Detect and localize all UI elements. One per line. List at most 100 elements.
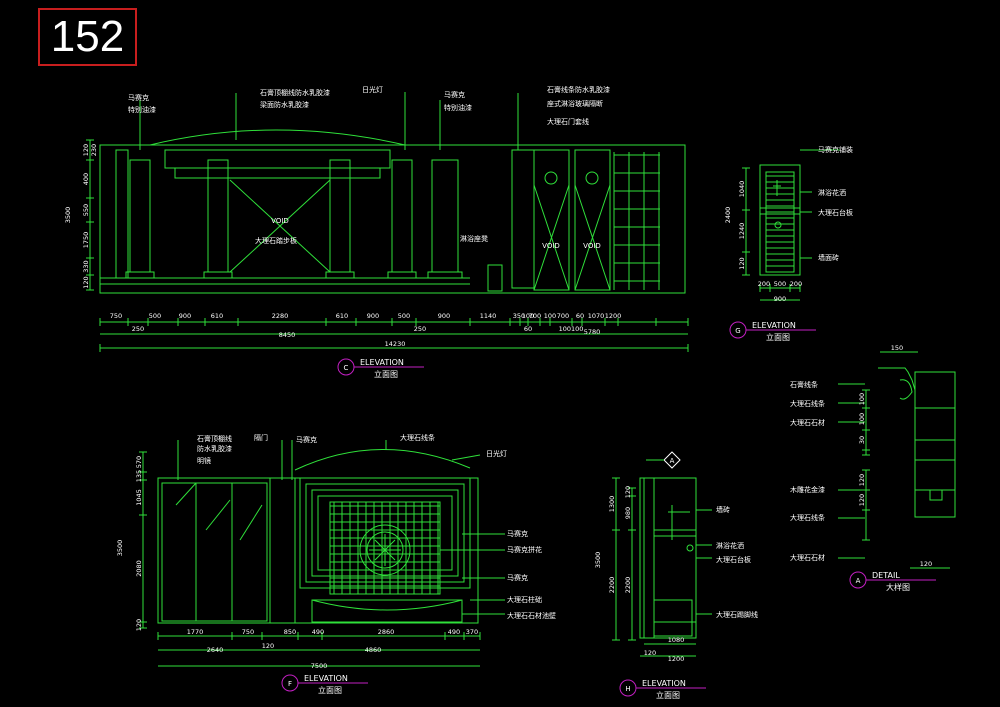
elev-g-hdim-label: 200	[758, 280, 770, 288]
elev-f-tub-rim	[311, 599, 463, 611]
elev-f-vdim-label: 135	[135, 470, 143, 482]
elev-c-note: 马赛克	[444, 90, 465, 99]
elev-c-hdim-label: 350	[513, 312, 525, 320]
elev-g-shower	[774, 221, 782, 229]
elev-c-column-base	[427, 271, 463, 279]
elev-f-note: 大理石柱础	[507, 595, 542, 604]
detail-a-vdim2-label: 120	[858, 474, 866, 486]
elev-c-hdim-label: 900	[179, 312, 191, 320]
elev-c-hdim-label: 750	[110, 312, 122, 320]
elev-f-note: 隔门	[254, 433, 268, 442]
elev-f-vdim-label: 1045	[135, 489, 143, 506]
detail-a-marker-title-en: DETAIL	[872, 571, 900, 580]
elev-c-hdim-label: 1200	[605, 312, 622, 320]
elev-c-hdim-label: 100	[522, 312, 534, 320]
detail-a-note: 木雕花金漆	[790, 485, 825, 494]
elev-h-vdim-inner-label: 980	[624, 507, 632, 519]
elev-c-hdim-label: 700	[557, 312, 569, 320]
elev-f-frame	[305, 483, 465, 583]
detail-a-vdim-label: 30	[858, 436, 866, 444]
elev-f-rosette-inner	[366, 531, 404, 569]
elev-h-note: 大理石台板	[716, 555, 751, 564]
elev-c-vdim-label: 120	[82, 144, 90, 156]
elev-c-bench-wall	[511, 149, 535, 289]
elev-c-step-label: 大理石踏步板	[255, 236, 297, 245]
elev-c-marker-title-en: ELEVATION	[360, 358, 404, 367]
elev-h-marker-title-en: ELEVATION	[642, 679, 686, 688]
elev-h-hdim-label: 1200	[668, 655, 685, 663]
elev-f-frame	[299, 477, 471, 589]
elev-f-hdim-label: 370	[466, 628, 478, 636]
elev-g-note: 淋浴花洒	[818, 188, 846, 197]
elev-f-note: 大理石石材池壁	[507, 611, 556, 620]
elev-f-hdim-label: 490	[448, 628, 460, 636]
elev-c-door-medallion	[585, 171, 599, 185]
elev-f-frame	[311, 489, 459, 577]
elev-f-door	[269, 477, 296, 624]
elev-f-arch	[294, 449, 471, 471]
elev-f-note: 日光灯	[486, 449, 507, 458]
elev-h-marker-letter: H	[625, 685, 630, 693]
detail-a-vdim2-label: 120	[858, 494, 866, 506]
elev-c-column	[329, 159, 351, 273]
elev-f-hdim-label: 490	[312, 628, 324, 636]
elev-f-vdim-label: 120	[135, 619, 143, 631]
elev-c-marker-title-cn: 立面图	[374, 369, 398, 379]
elev-g-hdim-total: 900	[774, 295, 786, 303]
elev-c-hdim-label: 100	[544, 312, 556, 320]
elev-c-vdim-label: 120	[82, 276, 90, 288]
elev-f-hdim-label: 120	[262, 642, 274, 650]
elev-f-note-leader	[451, 454, 481, 461]
elev-f-marker-letter: F	[288, 680, 292, 688]
elev-f-hdim-total: 7500	[311, 662, 328, 670]
elev-h-shower-head	[686, 544, 694, 552]
elev-f-note: 马赛克	[507, 573, 528, 582]
elev-g-vdim-label: 1240	[738, 223, 746, 240]
elev-f-mirror	[161, 482, 268, 622]
elev-f-rosette	[359, 524, 411, 576]
elev-f-note: 马赛克	[507, 529, 528, 538]
detail-a-note: 大理石石材	[790, 418, 825, 427]
elev-c-column-base	[387, 271, 417, 279]
elev-c-hdim-label: 500	[398, 312, 410, 320]
elev-c-door-medallion	[544, 171, 558, 185]
elev-c-hdim-label: 900	[438, 312, 450, 320]
elev-c-hdim-label: 60	[524, 325, 532, 333]
elev-c-note: 特别油漆	[128, 105, 156, 114]
elev-h-vdim-outer-label: 1300	[608, 496, 616, 513]
elev-c-note: 座式淋浴玻璃隔断	[547, 99, 603, 108]
detail-a-note: 大理石石材	[790, 553, 825, 562]
elev-g-mosaic	[765, 171, 795, 273]
elev-g-note: 大理石台板	[818, 208, 853, 217]
detail-a-note: 石膏线条	[790, 380, 818, 389]
elev-f-hdim-label: 1770	[187, 628, 204, 636]
elev-f-hdim-label: 2640	[207, 646, 224, 654]
elev-f-note: 防水乳胶漆	[197, 444, 232, 453]
elev-f-note: 马赛克	[296, 435, 317, 444]
elev-c-hdim-label: 250	[132, 325, 144, 333]
elev-f-note: 石膏顶棚线	[197, 434, 232, 443]
elev-c-pilaster	[115, 149, 129, 279]
elev-f-glass-hatch	[175, 482, 197, 506]
elev-f-tub	[311, 599, 463, 623]
elev-f-hdim-label: 750	[242, 628, 254, 636]
elev-c-note: 石膏顶棚线防水乳胶漆	[260, 88, 330, 97]
elev-c-vdim-label: 550	[82, 204, 90, 216]
elev-f-hdim-label: 2860	[378, 628, 395, 636]
elev-f-vdim-label: 2080	[135, 560, 143, 577]
elev-h-note: 淋浴花洒	[716, 541, 744, 550]
elev-c-note: 马赛克	[128, 93, 149, 102]
elev-h-outline	[639, 477, 697, 639]
elev-c-hdim-label: 250	[414, 325, 426, 333]
elev-g-outline	[759, 164, 801, 276]
elev-h-vdim-outer-label: 2200	[608, 577, 616, 594]
elev-c-column-base	[203, 271, 233, 279]
elev-c-hdim-total: 14230	[385, 340, 406, 348]
elev-c-note: 特别油漆	[444, 103, 472, 112]
elev-c-hdim-label: 700	[529, 312, 541, 320]
elev-c-hdim-label: 500	[149, 312, 161, 320]
elev-g-note: 墙面砖	[818, 253, 839, 262]
elev-h-section-letter: A	[670, 457, 675, 465]
elev-f-marker-title-en: ELEVATION	[304, 674, 348, 683]
